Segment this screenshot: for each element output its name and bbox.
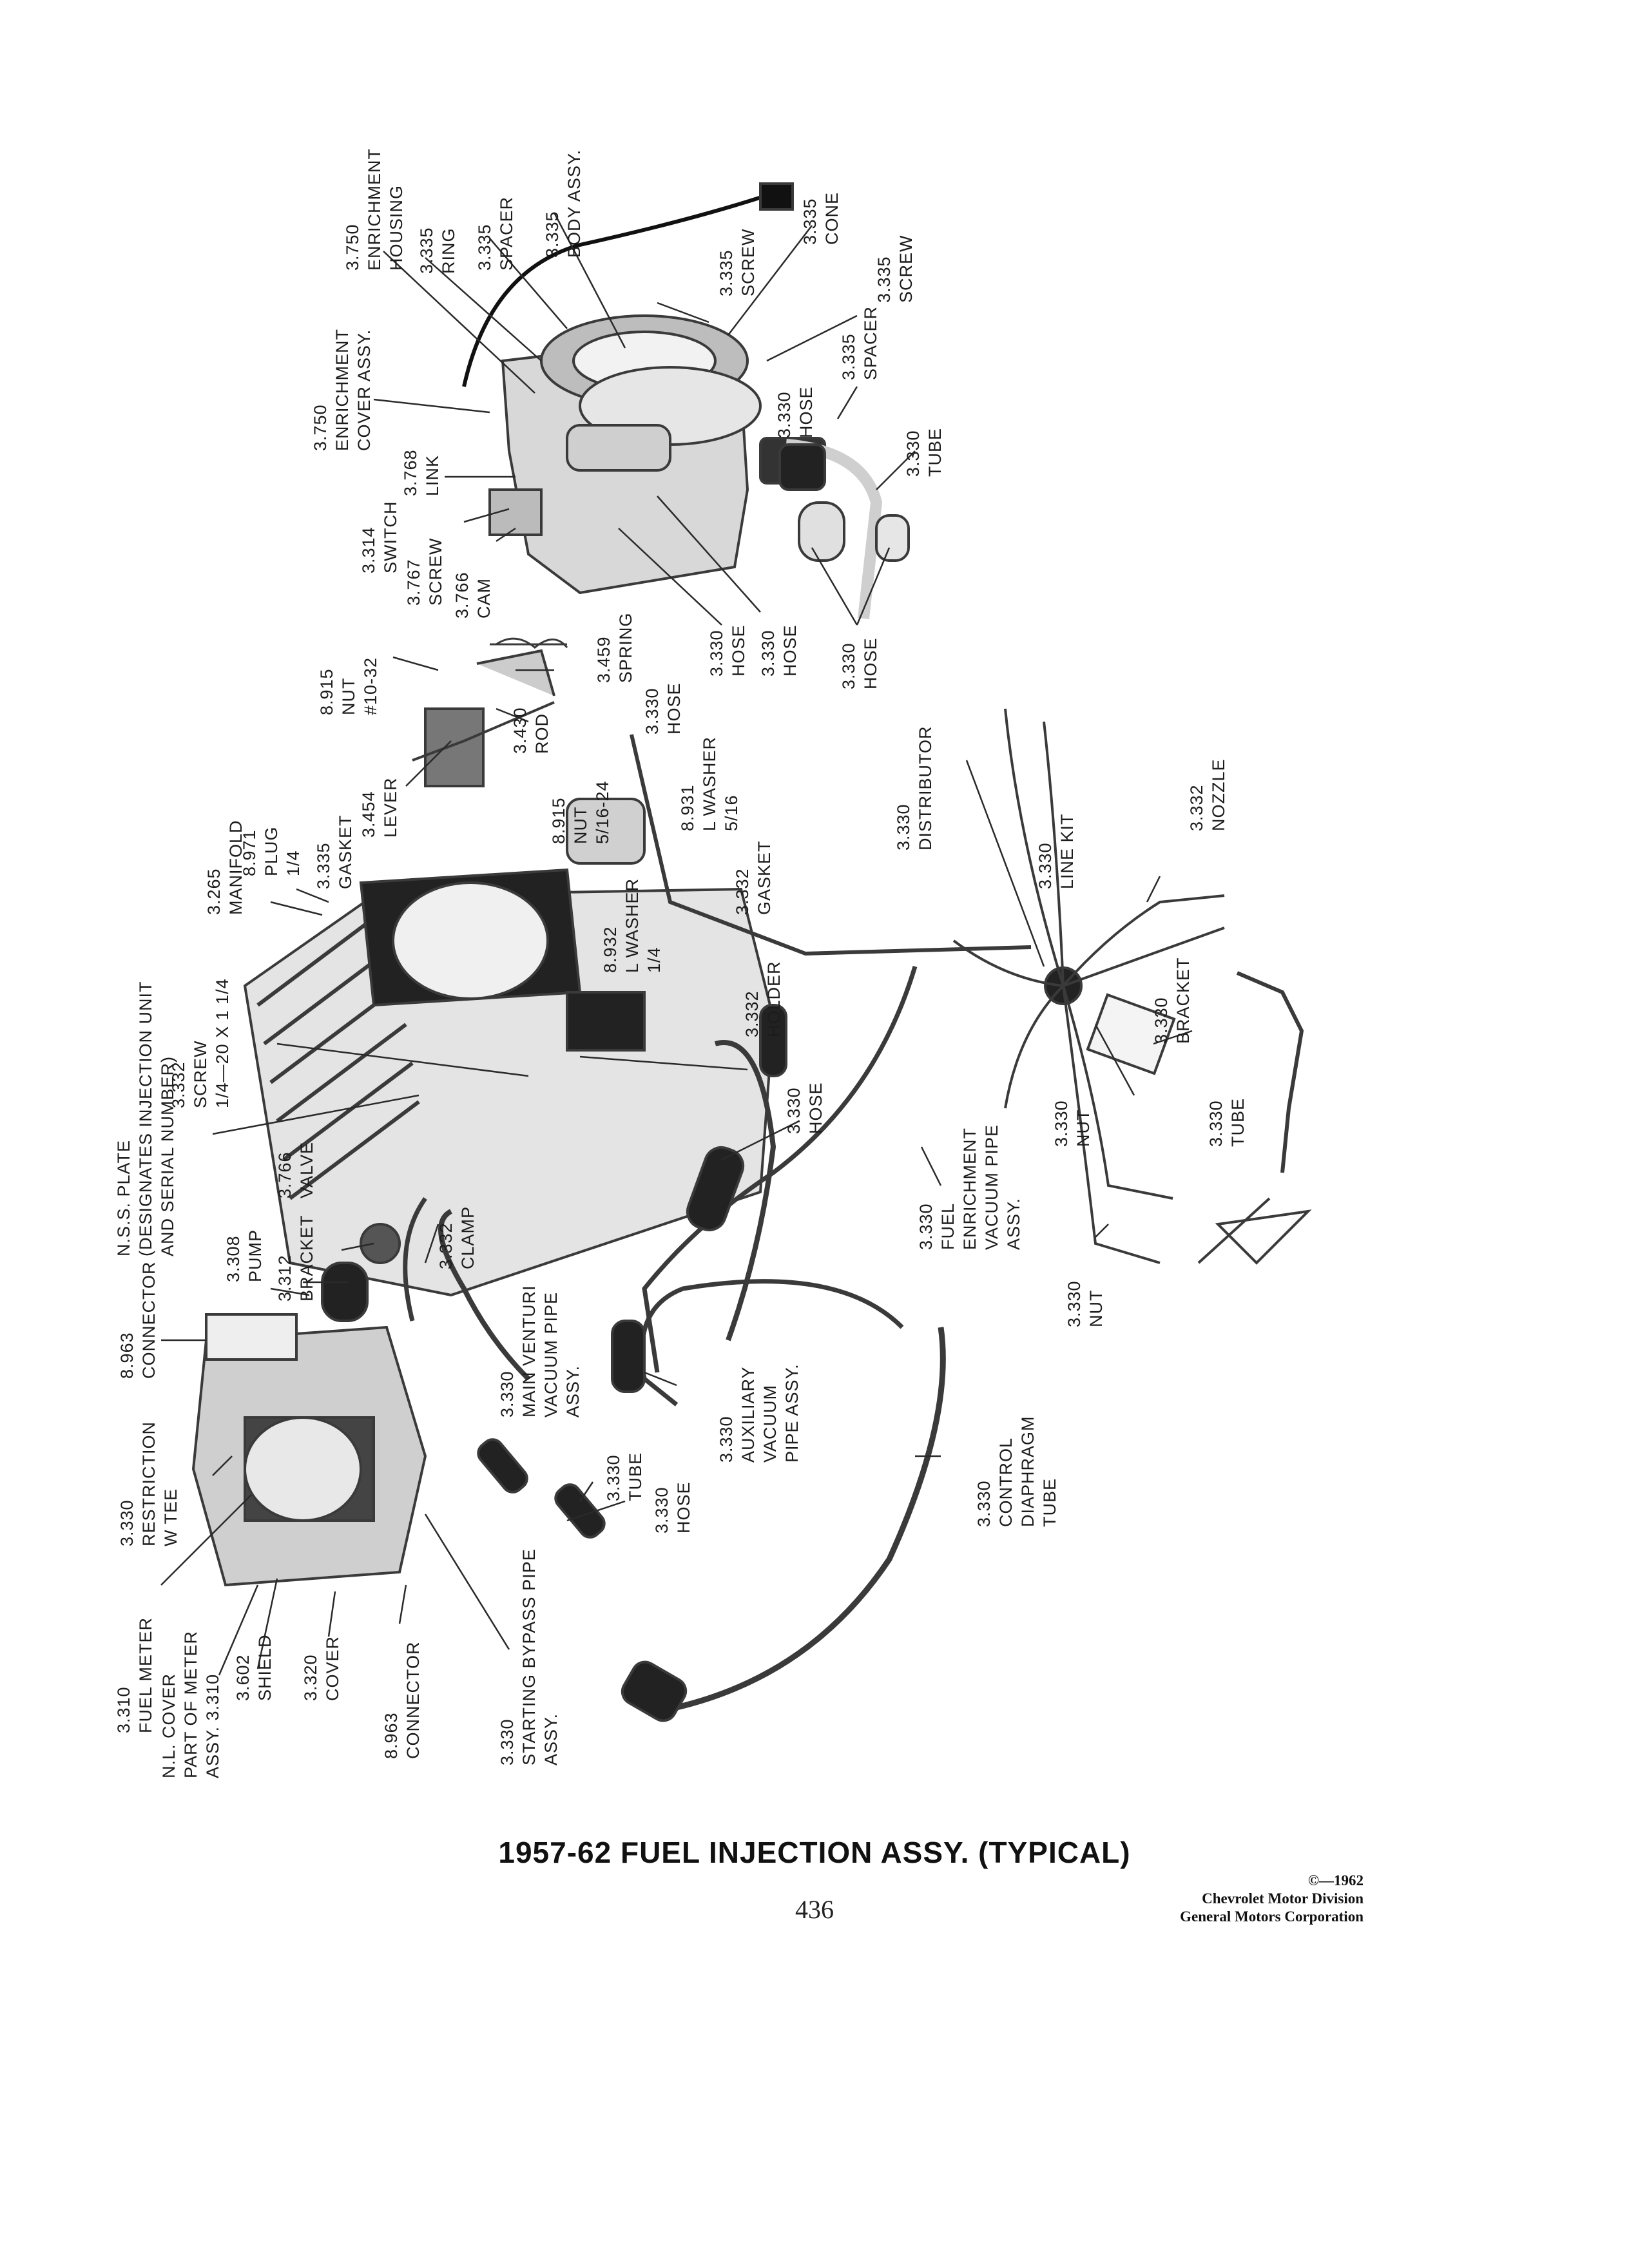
label-link: 3.768 LINK bbox=[401, 449, 442, 496]
label-gasket: 3.335 GASKET bbox=[314, 814, 355, 889]
label-connector: 8.963 CONNECTOR bbox=[117, 1261, 159, 1379]
fuel-meter-unit bbox=[191, 1223, 427, 1587]
label-hose: 3.330 HOSE bbox=[784, 1082, 825, 1134]
label-tube: 3.330 TUBE bbox=[604, 1452, 645, 1501]
leader-lines bbox=[160, 212, 1193, 1676]
label-nut: 8.915 NUT #10-32 bbox=[317, 657, 380, 715]
label-valve: 3.766 VALVE bbox=[275, 1141, 316, 1198]
label-switch: 3.314 SWITCH bbox=[359, 501, 400, 573]
wire-plug bbox=[759, 182, 794, 211]
label-hose: 3.330 HOSE bbox=[839, 637, 880, 689]
copyright-corporation: General Motors Corporation bbox=[1180, 1908, 1364, 1925]
label-cover: 3.320 COVER bbox=[301, 1635, 342, 1701]
label-lock-washer: 8.931 L WASHER 5/16 bbox=[678, 736, 741, 831]
label-ring: 3.335 RING bbox=[417, 227, 458, 274]
label-rod: 3.430 ROD bbox=[510, 707, 552, 754]
label-line-kit: 3.330 LINE KIT bbox=[1036, 813, 1077, 889]
label-screw: 3.335 SCREW bbox=[717, 228, 758, 297]
switch-wire bbox=[462, 191, 774, 387]
label-screw: 3.335 SCREW bbox=[874, 235, 916, 303]
copyright-notice: ©—1962 Chevrolet Motor Division General … bbox=[1180, 1872, 1364, 1926]
label-nl-cover: N.L. COVER PART OF METER ASSY. 3.310 bbox=[159, 1630, 222, 1778]
label-fuel-meter: 3.310 FUEL METER bbox=[114, 1617, 155, 1733]
label-main-venturi-pipe: 3.330 MAIN VENTURI VACUUM PIPE ASSY. bbox=[497, 1285, 583, 1418]
label-nut: 8.915 NUT 5/16-24 bbox=[549, 780, 612, 844]
label-lever: 3.454 LEVER bbox=[359, 777, 400, 838]
distributor-and-lines bbox=[952, 708, 1312, 1265]
label-cam: 3.766 CAM bbox=[452, 572, 494, 619]
label-cone: 3.335 CONE bbox=[800, 191, 842, 245]
label-plug: 8.971 PLUG 1/4 bbox=[240, 826, 303, 876]
label-nut: 3.330 NUT bbox=[1052, 1100, 1093, 1147]
label-enrichment-cover-assy: 3.750 ENRICHMENT COVER ASSY. bbox=[311, 329, 374, 451]
label-starting-bypass-pipe: 3.330 STARTING BYPASS PIPE ASSY. bbox=[497, 1548, 561, 1765]
label-bracket: 3.330 BRACKET bbox=[1152, 957, 1193, 1044]
label-spring: 3.459 SPRING bbox=[594, 612, 635, 683]
label-control-diaphragm-tube: 3.330 CONTROL DIAPHRAGM TUBE bbox=[974, 1416, 1059, 1527]
label-screw: 3.767 SCREW bbox=[404, 537, 445, 606]
label-fuel-enrichment-pipe: 3.330 FUEL ENRICHMENT VACUUM PIPE ASSY. bbox=[916, 1124, 1023, 1250]
page-title: 1957-62 FUEL INJECTION ASSY. (TYPICAL) bbox=[498, 1836, 1131, 1869]
label-connector: 8.963 CONNECTOR bbox=[381, 1641, 423, 1759]
label-hose: 3.330 HOSE bbox=[642, 682, 684, 735]
label-pump: 3.308 PUMP bbox=[224, 1229, 265, 1282]
label-hose: 3.330 HOSE bbox=[707, 624, 748, 677]
label-auxiliary-pipe: 3.330 AUXILIARY VACUUM PIPE ASSY. bbox=[717, 1363, 802, 1463]
label-screw: 3.332 SCREW 1/4—20 x 1 1/4 bbox=[169, 978, 232, 1108]
copyright-year: ©—1962 bbox=[1307, 1872, 1364, 1888]
label-lock-washer: 8.932 L WASHER 1/4 bbox=[601, 878, 664, 973]
label-clamp: 3.332 CLAMP bbox=[436, 1206, 477, 1269]
label-hose: 3.330 HOSE bbox=[652, 1481, 693, 1533]
label-nozzle: 3.332 NOZZLE bbox=[1187, 758, 1228, 831]
label-body-assy: 3.335 BODY ASSY. bbox=[543, 149, 584, 258]
throttle-body-assembly bbox=[488, 314, 883, 619]
label-spacer: 3.335 SPACER bbox=[839, 305, 880, 380]
label-hose: 3.330 HOSE bbox=[758, 624, 800, 677]
label-enrichment-housing: 3.750 ENRICHMENT HOUSING bbox=[343, 148, 406, 271]
label-tube: 3.330 TUBE bbox=[903, 427, 945, 477]
linkage-group bbox=[412, 637, 568, 787]
loose-hoses bbox=[477, 443, 910, 1539]
label-spacer: 3.335 SPACER bbox=[475, 196, 516, 271]
label-tube: 3.330 TUBE bbox=[1206, 1097, 1248, 1147]
label-restriction-tee: 3.330 RESTRICTION W TEE bbox=[117, 1421, 180, 1546]
label-shield: 3.602 SHIELD bbox=[233, 1634, 275, 1701]
label-bracket: 3.312 BRACKET bbox=[275, 1215, 316, 1302]
label-distributor: 3.330 DISTRIBUTOR bbox=[894, 726, 935, 850]
label-gasket: 3.332 GASKET bbox=[733, 840, 774, 915]
label-nut: 3.330 NUT bbox=[1065, 1280, 1106, 1327]
page-number: 436 bbox=[795, 1895, 834, 1924]
label-holder: 3.332 HOLDER bbox=[742, 961, 784, 1037]
label-hose: 3.330 HOSE bbox=[775, 386, 816, 438]
copyright-division: Chevrolet Motor Division bbox=[1202, 1890, 1364, 1907]
